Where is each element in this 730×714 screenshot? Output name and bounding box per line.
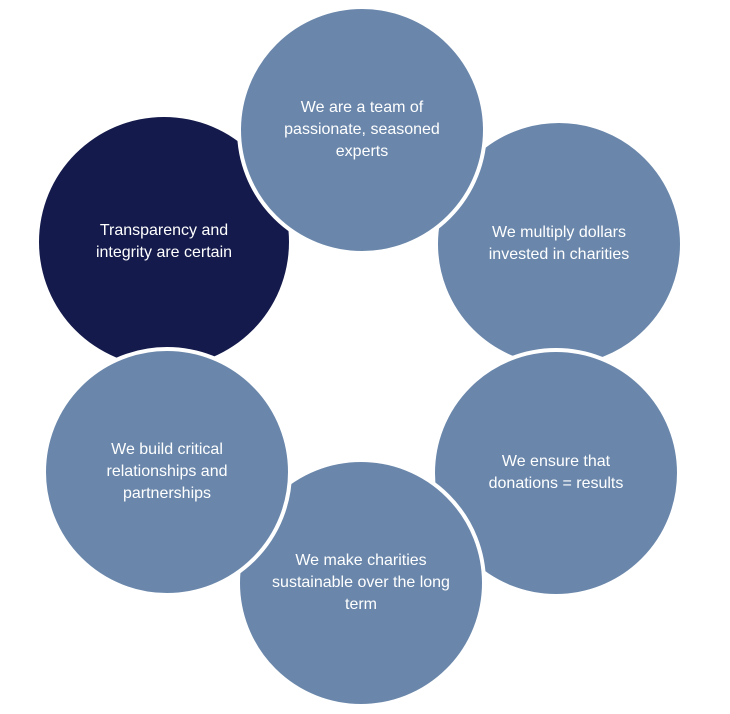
circle-label: We make charities sustainable over the l… xyxy=(272,552,450,613)
circle-critical-relationships: We build critical relationships and part… xyxy=(42,347,292,597)
circle-team-experts: We are a team of passionate, seasoned ex… xyxy=(237,5,487,255)
circle-label: We are a team of passionate, seasoned ex… xyxy=(284,99,440,160)
circle-label: We ensure that donations = results xyxy=(488,453,624,492)
circle-label: We multiply dollars invested in charitie… xyxy=(488,224,630,263)
circle-label: Transparency and integrity are certain xyxy=(95,222,233,261)
circle-label: We build critical relationships and part… xyxy=(106,441,228,502)
